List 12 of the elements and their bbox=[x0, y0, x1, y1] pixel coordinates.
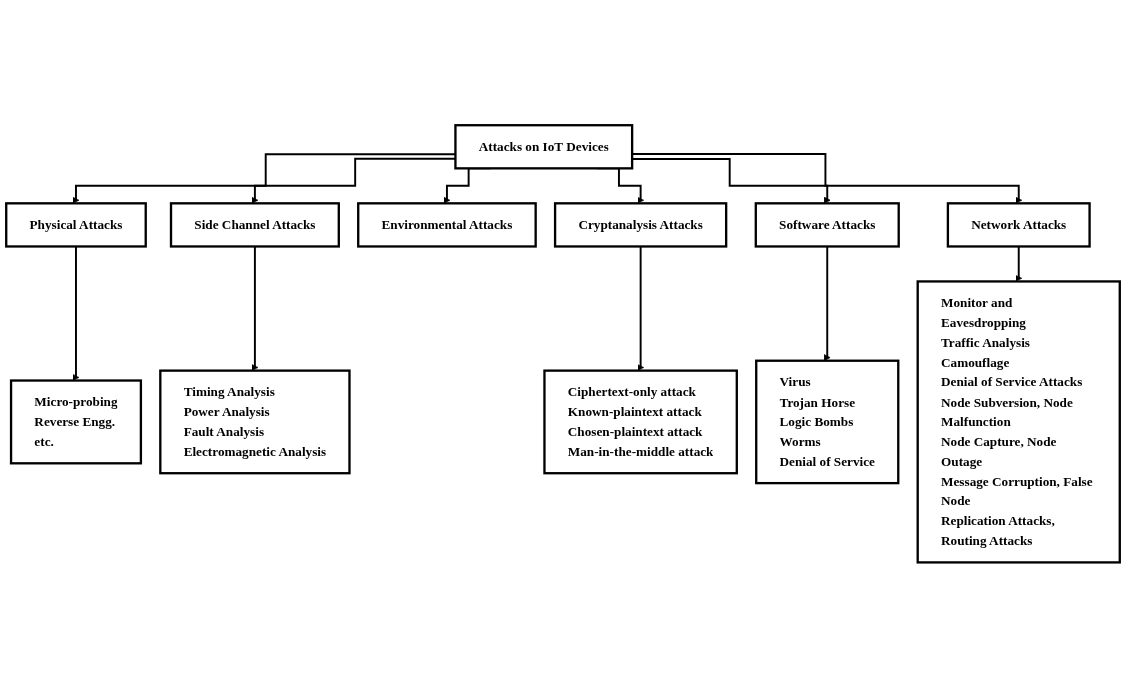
node-box: Virus Trojan Horse Logic Bombs Worms Denial of Service bbox=[755, 359, 900, 485]
node-box: Cryptanalysis Attacks bbox=[553, 202, 728, 248]
node-box: Side Channel Attacks bbox=[169, 202, 340, 248]
node-box: Micro-probing Reverse Engg. etc. bbox=[9, 379, 143, 465]
node-box: Monitor and Eavesdropping Traffic Analysis Camouflage Denial of Service Attacks Node Subversion, Node Malfunction Node Capture, Node Outage Message Corruption, False Node Replication Attacks, Routing Attacks bbox=[916, 280, 1121, 564]
node-box: Software Attacks bbox=[754, 202, 900, 248]
node-box: Attacks on IoT Devices bbox=[454, 124, 634, 170]
node-box: Physical Attacks bbox=[5, 202, 147, 248]
node-box: Ciphertext-only attack Known-plaintext attack Chosen-plaintext attack Man-in-the-middle attack bbox=[543, 369, 738, 475]
node-box: Environmental Attacks bbox=[357, 202, 537, 248]
node-box: Network Attacks bbox=[946, 202, 1091, 248]
node-box: Timing Analysis Power Analysis Fault Analysis Electromagnetic Analysis bbox=[159, 369, 351, 475]
